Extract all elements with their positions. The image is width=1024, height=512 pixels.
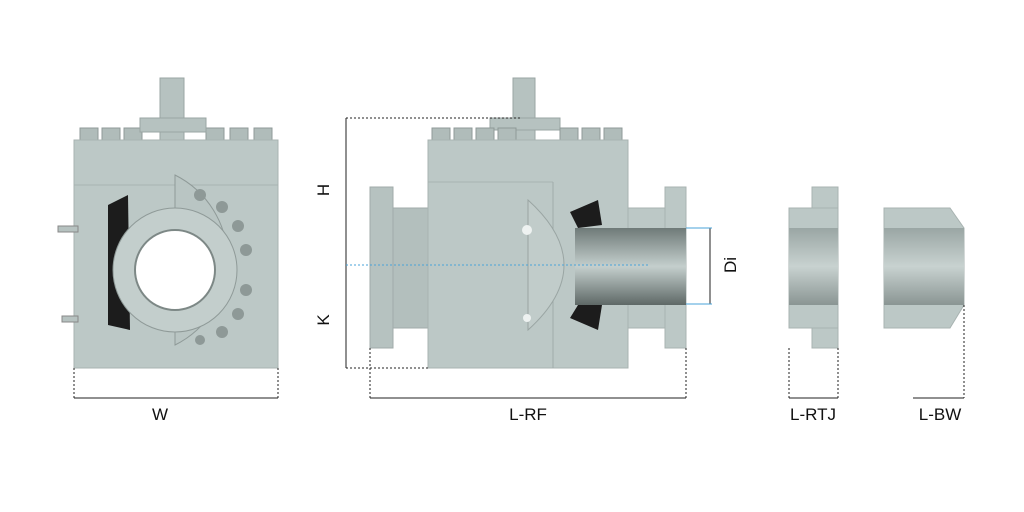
dimension-w-label: W <box>151 405 169 424</box>
rtj-end-piece <box>788 186 839 349</box>
dimension-l-rtj-label: L-RTJ <box>790 405 836 424</box>
valve-end-view <box>57 77 279 369</box>
bw-end-piece <box>883 207 965 329</box>
dimension-k-label: K <box>314 314 333 326</box>
centerline <box>346 227 712 305</box>
dimension-l-bw-label: L-BW <box>918 405 962 424</box>
dimension-lines <box>73 117 965 399</box>
dimension-l-rf-label: L-RF <box>509 405 547 424</box>
dimension-h-label: H <box>314 183 333 197</box>
dimension-di-label: Di <box>721 256 740 274</box>
valve-side-view <box>369 77 687 369</box>
